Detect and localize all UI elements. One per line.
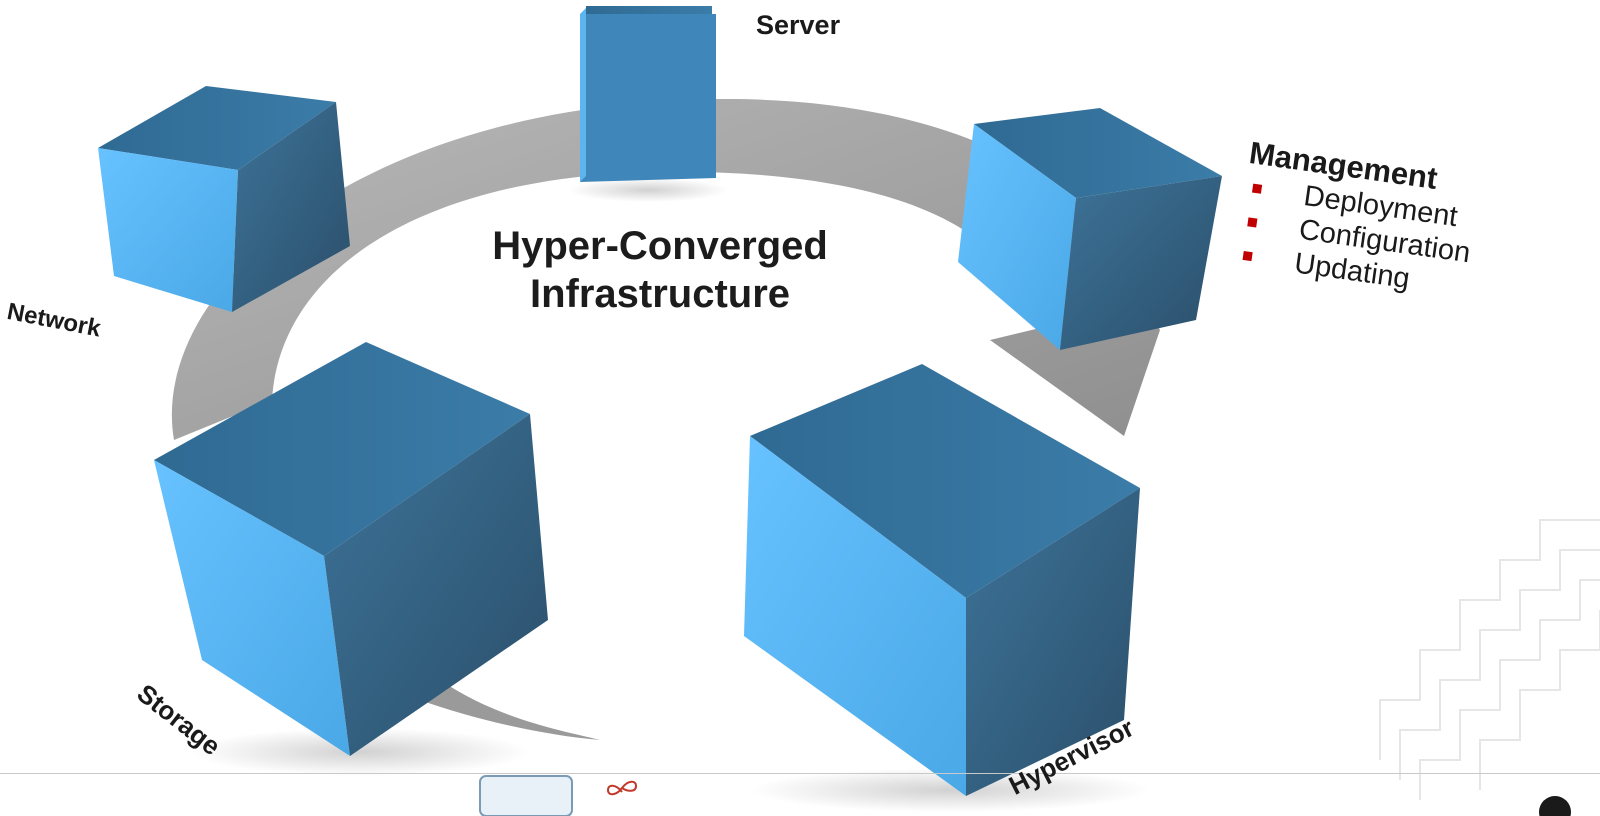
storage-cube (154, 342, 548, 776)
footer-divider (0, 773, 1600, 774)
server-cube-left (580, 8, 586, 182)
footer-logo-box (479, 775, 573, 816)
network-cube-side (232, 102, 350, 312)
server-label: Server (756, 10, 841, 40)
storage-cube-side (324, 414, 548, 756)
corner-pattern (1379, 519, 1600, 800)
management-cube-front (958, 124, 1076, 350)
server-cube (568, 6, 728, 202)
footer-logos (479, 775, 1571, 816)
storage-cube-top (154, 342, 530, 556)
infinity-icon (606, 780, 638, 796)
server-cube-top (586, 6, 712, 16)
hypervisor-cube-top (750, 364, 1140, 598)
diagram-title: Hyper-Converged Infrastructure (420, 222, 900, 318)
management-cube-top (974, 108, 1222, 198)
hypervisor-cube (744, 364, 1150, 812)
server-cube-front (580, 14, 716, 182)
hypervisor-cube-front (744, 436, 966, 796)
title-line-1: Hyper-Converged (492, 224, 828, 268)
bullet-icon (1242, 250, 1253, 262)
management-cube (958, 108, 1222, 350)
network-cube (98, 86, 350, 312)
bullet-icon (1247, 217, 1258, 228)
storage-cube-front (154, 460, 350, 756)
network-cube-front (98, 148, 238, 312)
hypervisor-cube-side (966, 488, 1140, 796)
title-line-2: Infrastructure (529, 272, 791, 316)
ring-band (171, 99, 1160, 440)
network-cube-top (98, 86, 336, 170)
footer-red-logo-icon (1539, 796, 1571, 816)
management-cube-side (1060, 176, 1222, 350)
bullet-icon (1251, 183, 1263, 194)
